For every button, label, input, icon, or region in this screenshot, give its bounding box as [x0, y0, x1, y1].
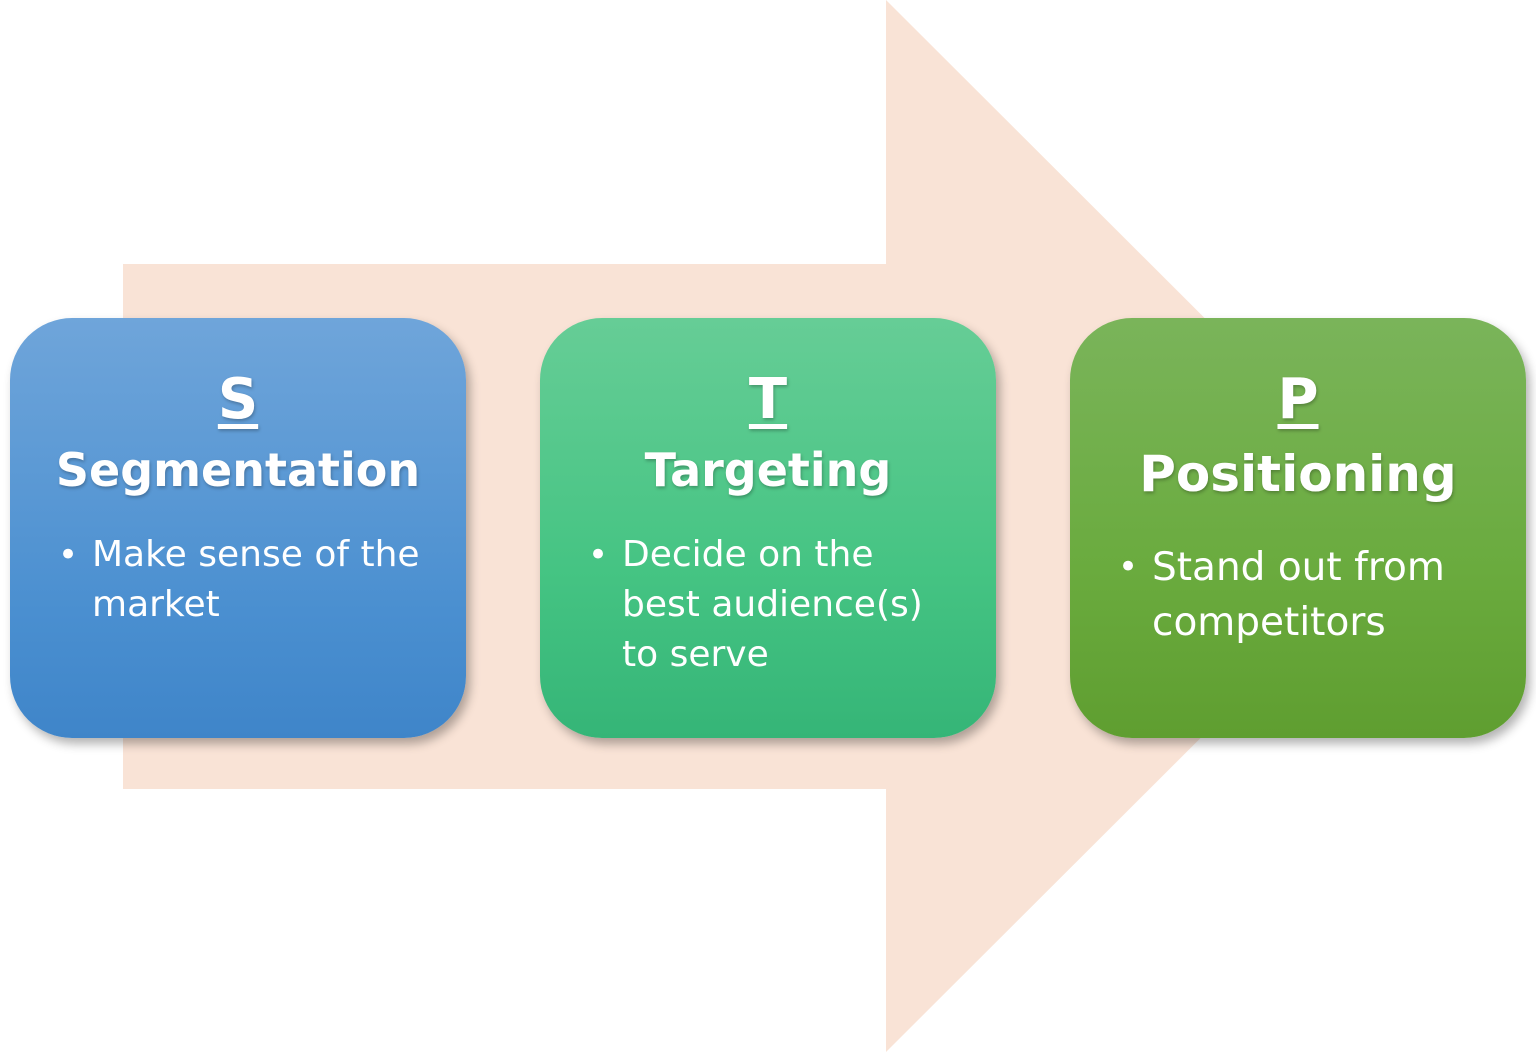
bullet-icon: • [588, 535, 609, 575]
positioning-letter: P [1277, 367, 1319, 432]
segmentation-bullet-text: Make sense of the market [92, 534, 420, 625]
bullet-icon: • [1118, 547, 1139, 587]
segmentation-box: S Segmentation • Make sense of the marke… [10, 318, 466, 738]
targeting-title: Targeting [644, 443, 892, 497]
targeting-bullet: • Decide on the best audience(s) to serv… [588, 530, 978, 680]
bullet-icon: • [58, 535, 79, 575]
targeting-box: T Targeting • Decide on the best audienc… [540, 318, 996, 738]
positioning-title: Positioning [1139, 445, 1457, 503]
targeting-letter: T [748, 367, 788, 432]
segmentation-title: Segmentation [55, 443, 421, 497]
positioning-bullet-text: Stand out from competitors [1152, 545, 1445, 645]
positioning-bullet: • Stand out from competitors [1118, 540, 1508, 650]
positioning-box: P Positioning • Stand out from competito… [1070, 318, 1526, 738]
segmentation-letter: S [217, 367, 259, 432]
segmentation-bullet: • Make sense of the market [58, 530, 448, 630]
targeting-bullet-text: Decide on the best audience(s) to serve [622, 534, 923, 675]
